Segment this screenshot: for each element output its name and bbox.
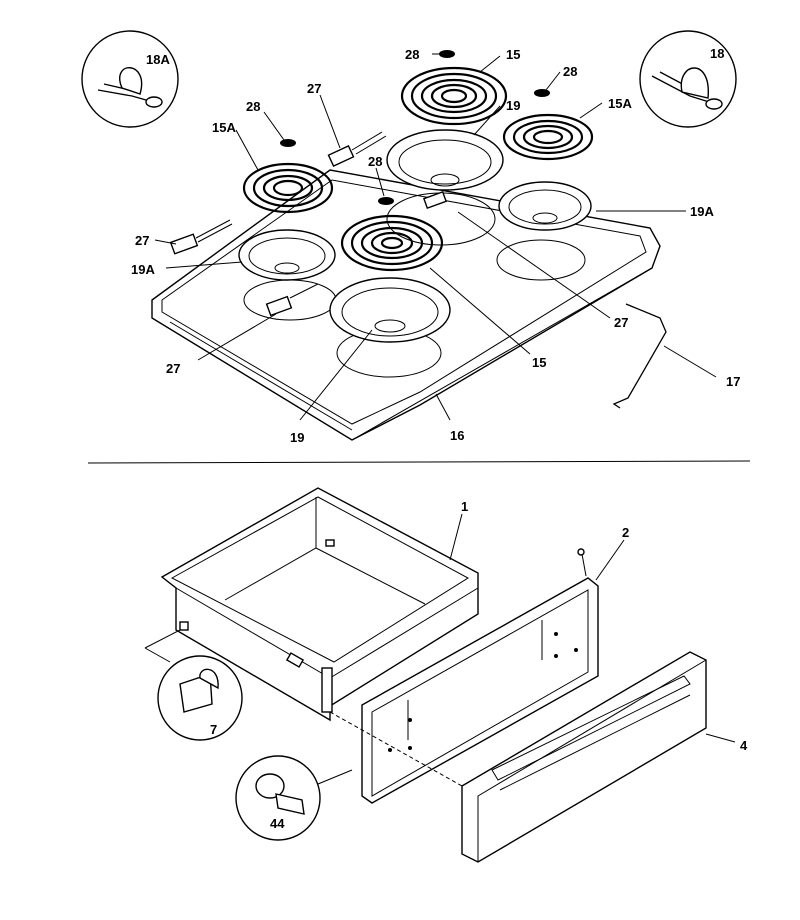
wire-harness-17 [612,303,667,409]
surface-element-right-15A [502,113,594,161]
label-15: 15 [532,355,546,370]
drip-bowl-front-19 [329,277,451,343]
drawer-panel [361,548,599,804]
leader-lines-bottom [449,513,736,743]
detail-circle-7 [144,629,243,741]
label-17: 17 [726,374,740,389]
label-4: 4 [740,738,748,753]
drip-bowl-left-19A [238,229,336,281]
label-19A: 19A [131,262,155,277]
detail-circle-18A [81,30,179,128]
label-16: 16 [450,428,464,443]
label-28: 28 [368,154,382,169]
label-28: 28 [405,47,419,62]
drip-bowls [238,129,592,343]
trim-caps-28 [280,50,550,205]
callout-labels: 28 15 28 27 28 19 15A 15A 28 19A 27 19A … [131,46,748,831]
label-7: 7 [210,722,217,737]
label-18A: 18A [146,52,170,67]
label-19A: 19A [690,204,714,219]
label-15A: 15A [212,120,236,135]
label-28: 28 [246,99,260,114]
label-27: 27 [135,233,149,248]
drip-bowl-right-19A [498,181,592,231]
label-27: 27 [166,361,180,376]
drawer-body [160,487,479,722]
leader-lines-top [154,53,717,421]
section-divider [87,460,751,464]
detail-circle-18 [639,30,737,128]
label-44: 44 [270,816,285,831]
label-18: 18 [710,46,724,61]
receptacles-27 [169,131,448,317]
detail-circle-44 [235,755,353,841]
label-28: 28 [563,64,577,79]
drip-bowl-rear-left-19 [386,129,504,191]
alignment-line [329,711,463,787]
label-27: 27 [614,315,628,330]
drawer-front [461,651,707,863]
label-27: 27 [307,81,321,96]
surface-element-left-15A [242,162,334,214]
label-2: 2 [622,525,629,540]
surface-element-front-15 [340,214,444,272]
label-15: 15 [506,47,520,62]
label-15A: 15A [608,96,632,111]
label-19: 19 [506,98,520,113]
surface-element-rear-15 [400,66,508,126]
label-1: 1 [461,499,468,514]
label-19: 19 [290,430,304,445]
